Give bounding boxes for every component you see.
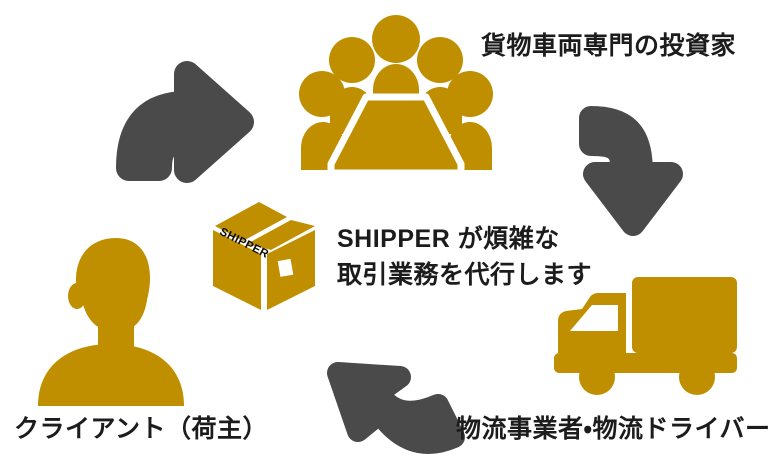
label-investor: 貨物車両専門の投資家 — [481, 32, 737, 60]
center-description-line1: SHIPPER が煩雑な — [337, 225, 560, 253]
arrow-carrier-to-client-icon — [302, 355, 472, 459]
center-description-line2: 取引業務を代行します — [337, 260, 593, 289]
meeting-investors-icon — [299, 12, 493, 178]
client-person-icon — [28, 228, 194, 406]
label-client: クライアント（荷主） — [14, 415, 269, 443]
arrow-investors-to-carrier-icon — [575, 98, 695, 236]
delivery-truck-icon — [546, 273, 740, 395]
arrow-client-to-investors-icon — [115, 60, 254, 183]
shipping-box-icon: SHIPPER — [205, 196, 325, 314]
label-carrier: 物流事業者・物流ドライバー — [456, 415, 768, 443]
center-description: SHIPPER が煩雑な 取引業務を代行します — [337, 222, 607, 293]
